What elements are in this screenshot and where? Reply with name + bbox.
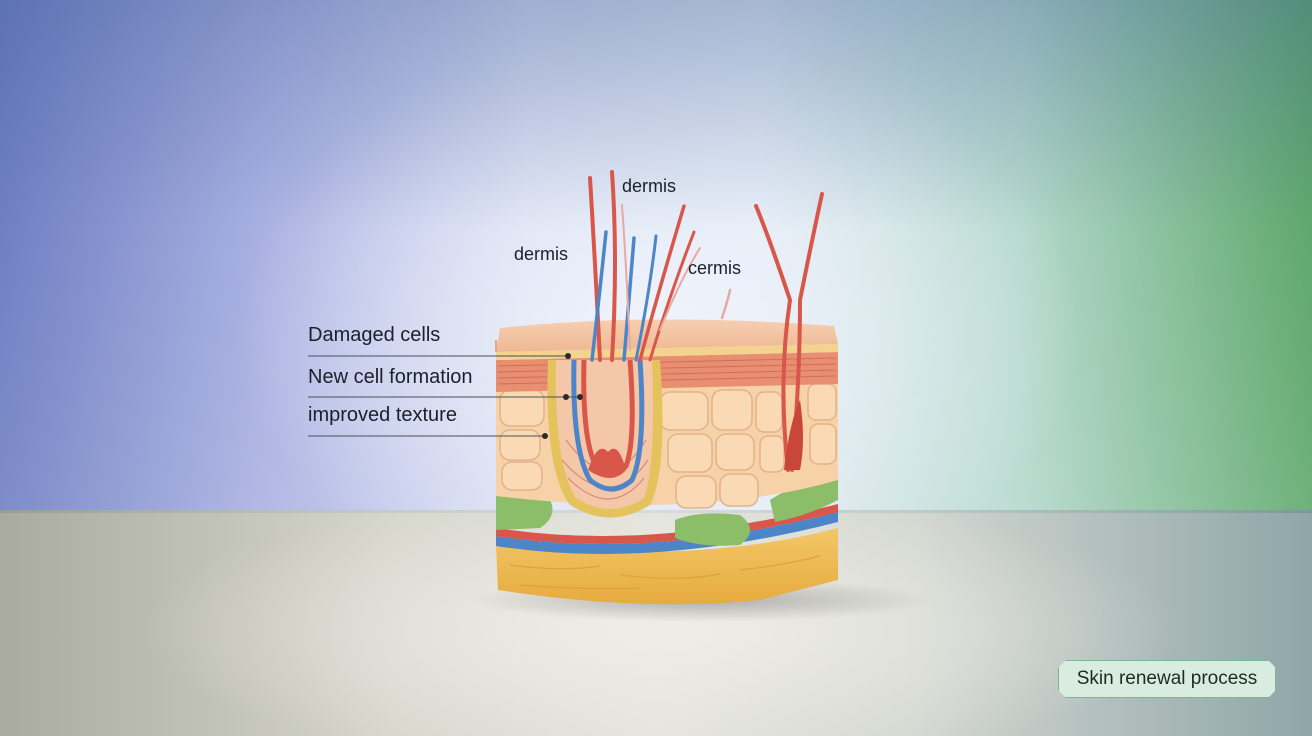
label-dermis-top: dermis (622, 176, 677, 196)
follicle-vein (571, 359, 645, 492)
pointer-dot-damaged (565, 353, 571, 359)
pointer-dot-new-cell (563, 394, 569, 400)
tissue-left (496, 491, 553, 530)
pointer-dot-texture (542, 433, 548, 439)
skin-surface (496, 319, 838, 352)
caption-badge: Skin renewal process (1058, 660, 1276, 698)
label-leader-lines (308, 355, 580, 437)
right-hair-root (784, 400, 803, 470)
background-gradient (0, 0, 1312, 512)
label-dermis-left: dermis (514, 244, 569, 264)
label-improved-texture: improved texture (308, 404, 457, 426)
label-damaged-cells: Damaged cells (308, 324, 441, 346)
subcutaneous-fat-layer (496, 528, 838, 605)
tissue-right (770, 476, 838, 522)
label-new-cell-formation: New cell formation (308, 366, 473, 388)
tissue-middle (675, 513, 750, 546)
vein-band (496, 512, 838, 554)
label-dermis-right: cermis (688, 258, 741, 278)
artery-strand (588, 176, 602, 362)
vein-strand (590, 230, 608, 362)
artery-band (496, 504, 838, 544)
hair-bulb (588, 448, 626, 478)
